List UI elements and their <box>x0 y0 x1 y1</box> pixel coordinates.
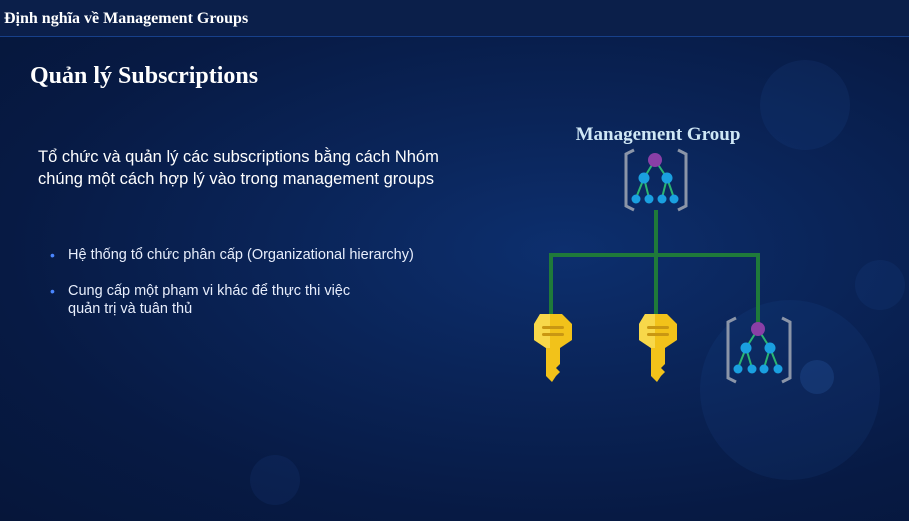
decor-bubble <box>760 60 850 150</box>
management-group-icon <box>726 316 792 384</box>
bullet-list: Hệ thống tổ chức phân cấp (Organizationa… <box>48 246 448 336</box>
bullet-item: Cung cấp một phạm vi khác để thực thi vi… <box>48 282 368 318</box>
key-icon <box>639 314 677 382</box>
decor-bubble <box>800 360 834 394</box>
diagram-title: Management Group <box>575 124 741 145</box>
decor-bubble <box>855 260 905 310</box>
window-title: Định nghĩa về Management Groups <box>4 10 249 27</box>
connector-lines <box>549 210 760 325</box>
decor-bubble <box>250 455 300 505</box>
bullet-item: Hệ thống tổ chức phân cấp (Organizationa… <box>48 246 448 264</box>
slide-description: Tổ chức và quản lý các subscriptions bằn… <box>38 148 439 188</box>
management-group-icon <box>624 148 688 212</box>
key-icon <box>534 314 572 382</box>
window-title-bar: Định nghĩa về Management Groups <box>0 0 909 37</box>
slide-title: Quản lý Subscriptions <box>30 63 259 89</box>
